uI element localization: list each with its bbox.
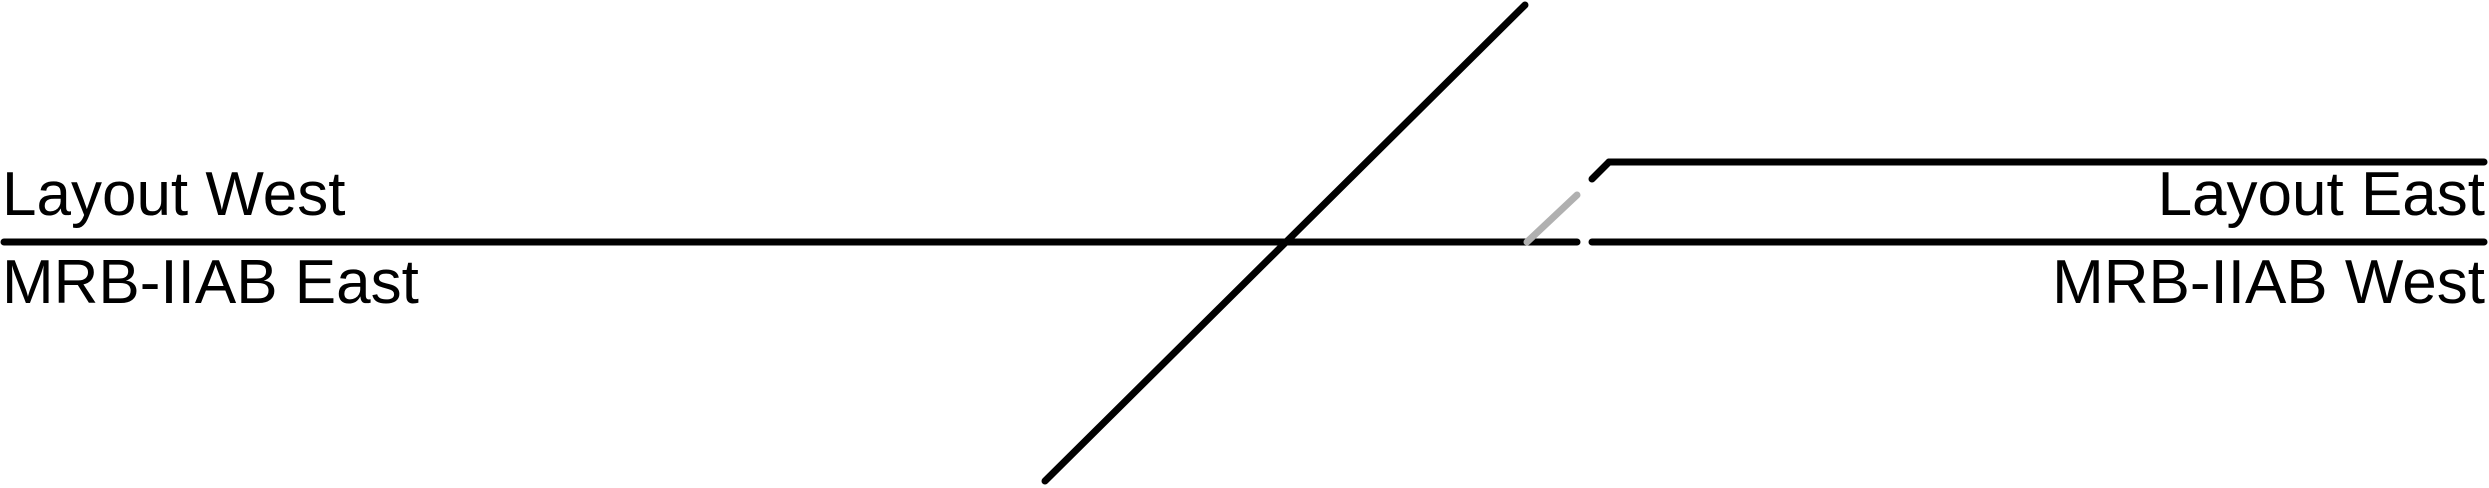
switch-diverging-inactive[interactable] <box>1523 191 1581 246</box>
crossing-track <box>1041 1 1529 485</box>
label-layout-west: Layout West <box>2 160 346 229</box>
siding-connector <box>1588 158 1613 183</box>
label-mrb-iiab-west: MRB-IIAB West <box>2052 248 2485 317</box>
label-mrb-iiab-east: MRB-IIAB East <box>2 248 419 317</box>
label-layout-east: Layout East <box>2157 160 2485 229</box>
